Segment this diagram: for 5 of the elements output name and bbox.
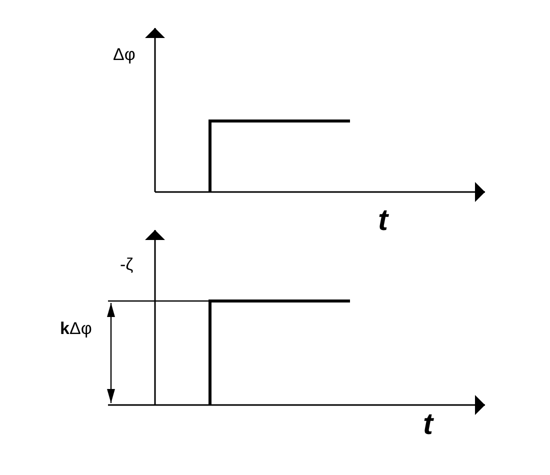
dimension-label: kΔφ (60, 320, 92, 337)
axis-label: -ζ (120, 256, 134, 273)
axis-label: t (378, 206, 388, 236)
axis-label: Δφ (113, 46, 136, 63)
axis-label: t (423, 410, 433, 440)
